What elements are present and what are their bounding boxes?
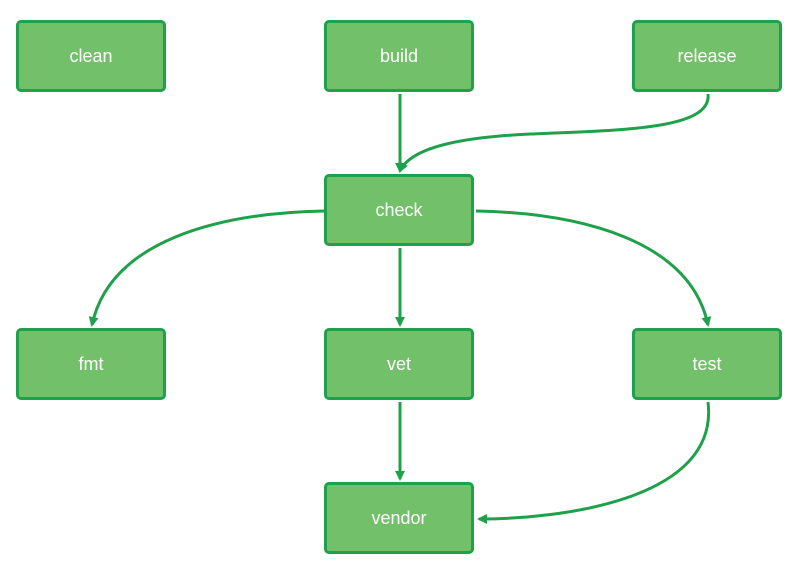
node-fmt[interactable]: fmt [16,328,166,400]
edge-test-vendor [477,401,711,524]
edge-release-check [398,93,710,173]
node-label: fmt [78,353,104,374]
edge-check-test [475,209,712,327]
node-label: clean [69,45,113,66]
edge-check-fmt [88,209,325,327]
node-clean[interactable]: clean [16,20,166,92]
node-vendor[interactable]: vendor [324,482,474,554]
node-vet[interactable]: vet [324,328,474,400]
node-test[interactable]: test [632,328,782,400]
node-build[interactable]: build [324,20,474,92]
node-label: release [677,45,737,66]
node-label: vendor [371,507,427,528]
node-label: test [692,353,722,374]
node-label: build [379,45,419,66]
node-label: check [375,199,423,220]
node-label: vet [386,353,411,374]
node-release[interactable]: release [632,20,782,92]
node-check[interactable]: check [324,174,474,246]
